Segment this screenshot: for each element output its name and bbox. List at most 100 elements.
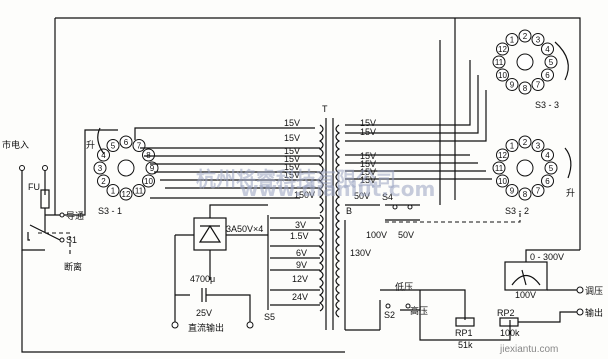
s3-3-pin-label-12: 12 xyxy=(498,45,507,54)
s3-2-pin-11 xyxy=(492,161,506,175)
meter-unit-label: 100V xyxy=(515,290,536,300)
primary-coil xyxy=(318,124,324,214)
s3-1-pin-label-9: 9 xyxy=(150,164,155,173)
rotate-left-label: 升 xyxy=(86,140,95,151)
s3-2-pin-10 xyxy=(496,174,509,188)
mains-terminal-1 xyxy=(19,165,25,171)
s1-label: S1 xyxy=(66,235,77,245)
v50b-label: 50V xyxy=(398,230,414,240)
high-voltage-coil xyxy=(335,124,341,318)
capacitor-wires xyxy=(174,235,251,325)
s3-1-pin-label-7: 7 xyxy=(137,142,142,151)
rp2-label: RP2 xyxy=(497,308,515,318)
hv-tap-wires xyxy=(345,60,492,180)
s3-1-label: S3 - 1 xyxy=(98,206,122,216)
diode-symbol xyxy=(198,224,222,243)
s3-1-pin-9 xyxy=(145,161,159,175)
rp2-value-label: 100k xyxy=(500,328,520,338)
s2-pin-1 xyxy=(385,303,391,309)
s3-2-pin-label-12: 12 xyxy=(498,151,507,160)
low-tap-6v: 6V xyxy=(296,248,307,258)
rp1-resistor xyxy=(455,317,475,327)
meter-wires xyxy=(525,249,580,291)
rotate-arrow-left xyxy=(97,127,105,155)
s3-3-pin-8 xyxy=(518,81,532,95)
s3-2-pin-label-8: 8 xyxy=(523,190,528,199)
s3-3-label: S3 - 3 xyxy=(535,100,559,110)
s3-1-pin-label-6: 6 xyxy=(124,138,129,147)
hv-tap-label-1: 15V xyxy=(360,118,376,128)
s3-1-pin-10 xyxy=(142,174,155,188)
rectifier-bridge xyxy=(193,217,227,251)
s4-pin-2 xyxy=(407,204,413,210)
s3-1-pin-4 xyxy=(97,148,110,162)
s3-3-pin-label-11: 11 xyxy=(495,58,504,67)
s3-2-pin-label-5: 5 xyxy=(549,164,554,173)
s3-3-pin-5 xyxy=(544,55,558,69)
s3-3-pin-label-1: 1 xyxy=(510,36,515,45)
hv-tap-label-3: 15V xyxy=(360,151,376,161)
s3-2-pin-1 xyxy=(505,139,519,152)
adjust-terminal xyxy=(576,286,584,294)
rotate-arrow-s3-2 xyxy=(564,147,572,179)
rp2-resistor xyxy=(499,317,519,327)
s3-1-pin-3 xyxy=(93,161,107,175)
capacitor-voltage-label: 25V xyxy=(196,308,212,318)
rotate-right-label: 升 xyxy=(566,188,575,199)
v130-label: 130V xyxy=(350,248,371,258)
hv-tap-label-4: 15V xyxy=(360,159,376,169)
transformer-core xyxy=(325,118,334,330)
output-terminal xyxy=(576,308,584,316)
s1-to-s3 xyxy=(64,129,118,216)
s1-terminal-b xyxy=(59,237,65,243)
footer-url: jiexiantu.com xyxy=(499,344,558,355)
low-tap-24v: 24V xyxy=(292,292,308,302)
s5-label: S5 xyxy=(264,312,275,322)
s3-1-pin-label-12: 12 xyxy=(122,190,131,199)
s3-1-pin-5 xyxy=(106,139,120,152)
v150-label: 150V xyxy=(294,190,315,200)
s4-label: S4 xyxy=(382,192,393,202)
s3-3-pin-4 xyxy=(541,42,554,56)
b-label: B xyxy=(346,206,352,216)
watermark-url: www.dianlut.com xyxy=(240,177,435,201)
s3-3-pin-12 xyxy=(496,42,509,56)
fuse-label: FU xyxy=(28,182,40,192)
low-tap-9v: 9V xyxy=(296,260,307,270)
tap-label-3: 15V xyxy=(284,146,300,156)
s4-link xyxy=(385,210,521,223)
meter-scale xyxy=(511,269,541,286)
tap-label-4: 15V xyxy=(284,154,300,164)
s3-2-pin-label-9: 9 xyxy=(510,187,515,196)
transformer-label: T xyxy=(322,104,328,114)
s3-2-pin-3 xyxy=(531,139,545,152)
low-voltage-label: 低压 xyxy=(395,281,413,293)
rp1-label: RP1 xyxy=(455,328,473,338)
s2-wires xyxy=(379,289,511,341)
hv-tap-label-5: 15V xyxy=(360,167,376,177)
hv-tap-label-2: 15V xyxy=(360,127,376,137)
mains-label: 市电入 xyxy=(2,139,29,151)
s3-2-label: S3 - 2 xyxy=(505,206,529,216)
dc-out-terminal-2 xyxy=(246,321,254,329)
rotate-arrow-s3-3 xyxy=(554,41,569,81)
tap-label-5: 15V xyxy=(284,162,300,172)
s3-2-pin-label-10: 10 xyxy=(498,177,507,186)
rectifier-label: 3A50V×4 xyxy=(226,224,263,234)
meter-range-label: 0 - 300V xyxy=(530,252,564,262)
s3-1-pin-11 xyxy=(132,184,146,197)
low-tap-1-5v: 1.5V xyxy=(290,231,309,241)
s3-3-pin-11 xyxy=(492,55,506,69)
dc-out-terminal-1 xyxy=(171,321,179,329)
s3-1-pin-label-4: 4 xyxy=(101,151,106,160)
tap-label-1: 15V xyxy=(284,118,300,128)
hv-low-wires xyxy=(344,204,380,331)
s3-2-pin-4 xyxy=(541,148,554,162)
s2-pin-2 xyxy=(405,303,411,309)
low-tap-3v: 3V xyxy=(295,220,306,230)
capacitor-label: 4700μ xyxy=(190,274,215,284)
s1-terminal-a xyxy=(59,212,65,218)
s3-3-pin-2 xyxy=(518,29,532,43)
